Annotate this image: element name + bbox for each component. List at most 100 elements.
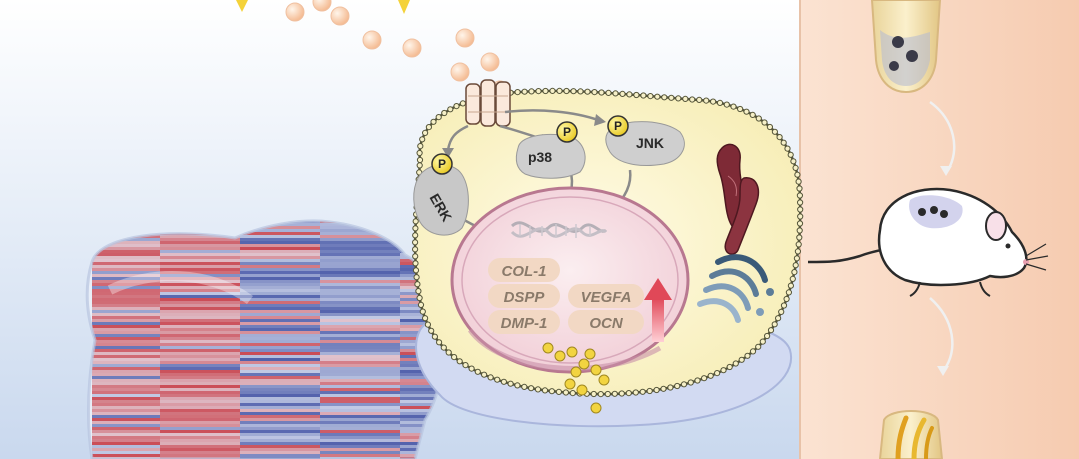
- membrane-bead: [696, 96, 703, 104]
- membrane-bead: [755, 115, 762, 122]
- membrane-bead: [732, 360, 739, 367]
- membrane-bead: [541, 387, 549, 394]
- membrane-bead: [667, 384, 674, 391]
- membrane-bead: [412, 267, 420, 274]
- vesicle: [542, 342, 554, 354]
- membrane-bead: [749, 348, 757, 355]
- membrane-bead: [618, 390, 625, 397]
- membrane-bead: [542, 87, 549, 95]
- membrane-bead: [422, 315, 429, 322]
- membrane-bead: [775, 315, 782, 322]
- membrane-bead: [703, 97, 710, 104]
- membrane-bead: [716, 99, 724, 107]
- membrane-bead: [780, 302, 788, 309]
- membrane-bead: [440, 344, 447, 351]
- vesicle: [590, 402, 602, 414]
- membrane-bead: [730, 103, 737, 110]
- membrane-bead: [598, 89, 605, 96]
- membrane-bead: [766, 123, 774, 131]
- membrane-bead: [412, 225, 419, 232]
- membrane-bead: [453, 103, 460, 110]
- membrane-bead: [776, 134, 783, 141]
- membrane-bead: [660, 385, 667, 392]
- membrane-bead: [412, 218, 419, 225]
- workflow-arrows: [929, 100, 956, 371]
- vesicle: [570, 366, 582, 378]
- vesicle: [590, 364, 602, 376]
- membrane-bead: [413, 274, 420, 281]
- membrane-bead: [771, 321, 778, 328]
- membrane-bead: [795, 241, 802, 248]
- membrane-bead: [793, 255, 801, 262]
- membrane-bead: [431, 333, 438, 340]
- membrane-bead: [584, 88, 591, 95]
- membrane-bead: [422, 129, 429, 136]
- membrane-bead: [625, 390, 632, 397]
- vesicle: [564, 378, 576, 390]
- vesicle: [566, 346, 578, 358]
- membrane-bead: [528, 385, 535, 392]
- receptor-icon: [465, 79, 511, 127]
- membrane-bead: [794, 248, 802, 255]
- membrane-bead: [412, 239, 419, 246]
- membrane-bead: [494, 376, 501, 383]
- membrane-bead: [555, 388, 563, 395]
- membrane-bead: [590, 390, 597, 398]
- membrane-bead: [417, 143, 424, 150]
- membrane-bead: [521, 88, 528, 95]
- golgi-icon: [697, 254, 774, 323]
- membrane-bead: [687, 379, 694, 386]
- membrane-bead: [723, 101, 730, 108]
- membrane-bead: [778, 308, 785, 315]
- membrane-bead: [474, 368, 481, 375]
- membrane-bead: [417, 301, 425, 308]
- membrane-bead: [783, 295, 790, 303]
- membrane-bead: [796, 220, 804, 227]
- membrane-bead: [790, 158, 797, 165]
- membrane-bead: [720, 367, 727, 374]
- gene-label: DMP-1: [501, 315, 548, 332]
- arrowhead-icon: [937, 166, 952, 376]
- membrane-bead: [707, 372, 714, 379]
- vesicle: [598, 374, 610, 386]
- membrane-bead: [425, 124, 432, 131]
- membrane-bead: [771, 128, 779, 135]
- membrane-bead: [632, 389, 639, 396]
- membrane-bead: [534, 386, 542, 393]
- membrane-bead: [797, 213, 804, 220]
- membrane-bead: [796, 234, 803, 241]
- particle: [402, 38, 422, 58]
- membrane-bead: [784, 145, 791, 152]
- membrane-bead: [694, 377, 701, 384]
- membrane-bead: [569, 390, 576, 397]
- membrane-bead: [412, 232, 419, 239]
- membrane-bead: [447, 106, 454, 113]
- vesicle: [584, 348, 596, 360]
- membrane-bead: [738, 356, 745, 363]
- kinase-p38: p38: [515, 134, 586, 179]
- membrane-bead: [792, 262, 799, 269]
- membrane-bead: [780, 139, 787, 146]
- membrane-bead: [785, 289, 793, 296]
- membrane-bead: [416, 156, 424, 164]
- membrane-bead: [487, 374, 494, 381]
- membrane-bead: [416, 294, 423, 302]
- membrane-bead: [416, 149, 423, 157]
- gene-label: DSPP: [504, 289, 546, 306]
- membrane-bead: [646, 387, 653, 395]
- membrane-bead: [633, 91, 640, 99]
- membrane-bead: [661, 94, 668, 101]
- membrane-bead: [743, 108, 750, 115]
- vesicle: [576, 384, 588, 396]
- membrane-bead: [647, 93, 654, 100]
- membrane-bead: [436, 339, 443, 346]
- membrane-bead: [726, 363, 733, 371]
- membrane-bead: [761, 119, 768, 126]
- vesicle: [554, 350, 566, 362]
- phosphate-badge: P: [431, 153, 453, 175]
- membrane-bead: [797, 199, 804, 206]
- membrane-bead: [604, 390, 611, 398]
- gene-label: VEGFA: [581, 289, 632, 306]
- particle: [455, 28, 475, 48]
